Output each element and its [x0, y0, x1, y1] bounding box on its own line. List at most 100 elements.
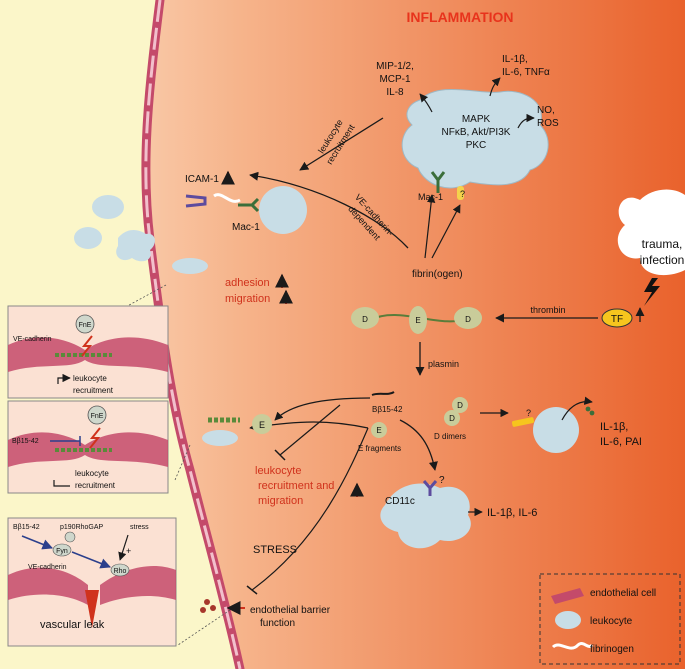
- d-label-right: D: [465, 315, 471, 324]
- inset-3-p190-label: p190RhoGAP: [60, 524, 104, 531]
- inset-3-vecad-label: VE-cadherin: [28, 564, 67, 571]
- inset-1-arrow: [57, 373, 71, 384]
- secreted-granule-1: [585, 406, 591, 412]
- legend-leukocyte-label: leukocyte: [590, 616, 633, 627]
- leukocyte-body: [401, 88, 549, 189]
- leukocyte-lumen-2: [74, 227, 102, 249]
- fibrinogen-molecule: D E D: [351, 306, 482, 334]
- inset-3-plus-label: +: [126, 546, 131, 556]
- arrow-radicals: [517, 113, 535, 129]
- inset-2-inhibit-arrow: [53, 480, 70, 487]
- inset-3-cell-left: [8, 567, 88, 605]
- mac1-label: Mac-1: [418, 192, 443, 202]
- leak-dot-3: [200, 607, 206, 613]
- leukocyte-lumen-1: [92, 195, 124, 219]
- recruit-label-3: migration: [258, 495, 303, 507]
- inset-1: FnE VE-cadherin leukocyte recruitment: [7, 305, 169, 399]
- ddimer-unknown-label: ?: [526, 408, 531, 418]
- inset-1-vecad-label: VE-cadherin: [13, 336, 52, 343]
- arrow-fibrinogen-mac1: [424, 194, 436, 259]
- inset-3-fyn-arrow: [71, 551, 111, 569]
- inset-1-outcome-1: leukocyte: [73, 374, 107, 383]
- d-dimer-letter-top: D: [457, 401, 463, 410]
- mac1-adhesion-icon: [238, 197, 260, 213]
- tf-label: TF: [611, 314, 623, 325]
- bbeta-label: Bβ15-42: [372, 405, 403, 414]
- recruit-label-1: leukocyte: [255, 465, 301, 477]
- legend-fibrinogen-label: fibrinogen: [590, 644, 634, 655]
- fibrinogen-label: fibrin(ogen): [412, 269, 463, 280]
- trauma-label-1: trauma,: [642, 237, 683, 251]
- inset-3-bbeta-label: Bβ15-42: [13, 524, 40, 531]
- arrow-fibrinogen-icam: [249, 171, 409, 249]
- inset-2: FnE Bβ15-42 leukocyte recruitment: [7, 400, 169, 494]
- secreted-granule-2: [589, 410, 595, 416]
- barrier-label-2: function: [260, 618, 295, 629]
- il-pai-label-1: IL-1β,: [600, 421, 628, 433]
- inset-2-fne-icon: [87, 405, 107, 425]
- endothelial-cell-icon: [551, 588, 584, 604]
- inhibition-bar: [274, 449, 286, 461]
- cd11c-receptor-icon: [422, 480, 438, 496]
- barrier-inhibition-bar: [246, 585, 258, 595]
- e-bound-icon: [252, 414, 272, 434]
- thrombin-label: thrombin: [530, 305, 565, 315]
- e-fragment-icon: [371, 422, 387, 438]
- d-dimer-top: [452, 397, 468, 413]
- signal-mapk: MAPK: [462, 114, 491, 125]
- radical-no: NO,: [537, 105, 555, 116]
- unknown-receptor-icon: [457, 186, 464, 200]
- inset-3-fyn-label: Fyn: [56, 548, 68, 555]
- inset-3-stress-label: stress: [130, 524, 149, 531]
- arrow-efragment-cd11c: [399, 419, 438, 471]
- inset-2-lightning-icon: [89, 427, 101, 449]
- trauma-cloud: [617, 189, 685, 276]
- leak-dot-1: [204, 599, 210, 605]
- arrow-fibrinogen-unknown: [431, 204, 461, 259]
- fibrinogen-d-left: [351, 307, 379, 329]
- inset-1-fne-icon: [75, 314, 95, 334]
- bbeta-peptide-icon: [371, 391, 395, 396]
- inset-3-rho-icon: [110, 563, 130, 577]
- il-cd11c-label: IL-1β, IL-6: [487, 507, 537, 519]
- ddimer-leukocyte: [533, 407, 579, 453]
- fibrinogen-bridge-icon: [213, 193, 241, 203]
- mac1-adhesion-label: Mac-1: [232, 222, 260, 233]
- inset-2-outcome-2: recruitment: [75, 481, 116, 490]
- arrow-recruitment: [299, 117, 384, 171]
- d-dimers-label: D dimers: [434, 432, 466, 441]
- fibrinogen-e: [409, 306, 427, 334]
- inset-1-fne-label: FnE: [79, 322, 92, 329]
- e-bound-letter: E: [259, 420, 265, 430]
- diagram-title: INFLAMMATION: [406, 9, 513, 25]
- mac1-receptor-icon: [430, 171, 446, 193]
- signal-pkc: PKC: [466, 140, 487, 151]
- arrow-ddimer-cytokines: [561, 396, 593, 421]
- inset-1-connector: [119, 284, 167, 311]
- stress-label: STRESS: [253, 544, 297, 556]
- legend: endothelial cell leukocyte fibrinogen: [539, 573, 681, 665]
- inset-3-p190-icon: [64, 531, 76, 543]
- migration-label: migration: [225, 293, 270, 305]
- d-dimer-bottom: [444, 410, 460, 426]
- inset-2-fne-label: FnE: [91, 413, 104, 420]
- activated-leukocyte: MAPK NFκB, Akt/PI3K PKC MIP-1/2, MCP-1 I…: [376, 54, 559, 202]
- transmigrating-leukocyte-2: [202, 430, 238, 446]
- leukocyte-icon: [555, 611, 581, 629]
- plasmin-label: plasmin: [428, 359, 459, 369]
- fibrinogen-icon: [551, 642, 594, 650]
- trauma-label-2: infection: [640, 253, 685, 267]
- legend-frame: [539, 573, 681, 665]
- inhibition-to-recruitment: [279, 404, 341, 456]
- inset-2-bbeta-label: Bβ15-42: [12, 438, 39, 445]
- il-pai-label-2: IL-6, PAI: [600, 436, 642, 448]
- leukocyte-lumen-3: [116, 230, 155, 262]
- chemokine-mcp: MCP-1: [379, 74, 411, 85]
- cytokine-il6: IL-6, TNFα: [502, 67, 550, 78]
- inset-2-outcome-1: leukocyte: [75, 469, 109, 478]
- barrier-label-1: endothelial barrier: [250, 605, 331, 616]
- legend-endothelial-label: endothelial cell: [590, 588, 656, 599]
- adhesion-label: adhesion: [225, 277, 270, 289]
